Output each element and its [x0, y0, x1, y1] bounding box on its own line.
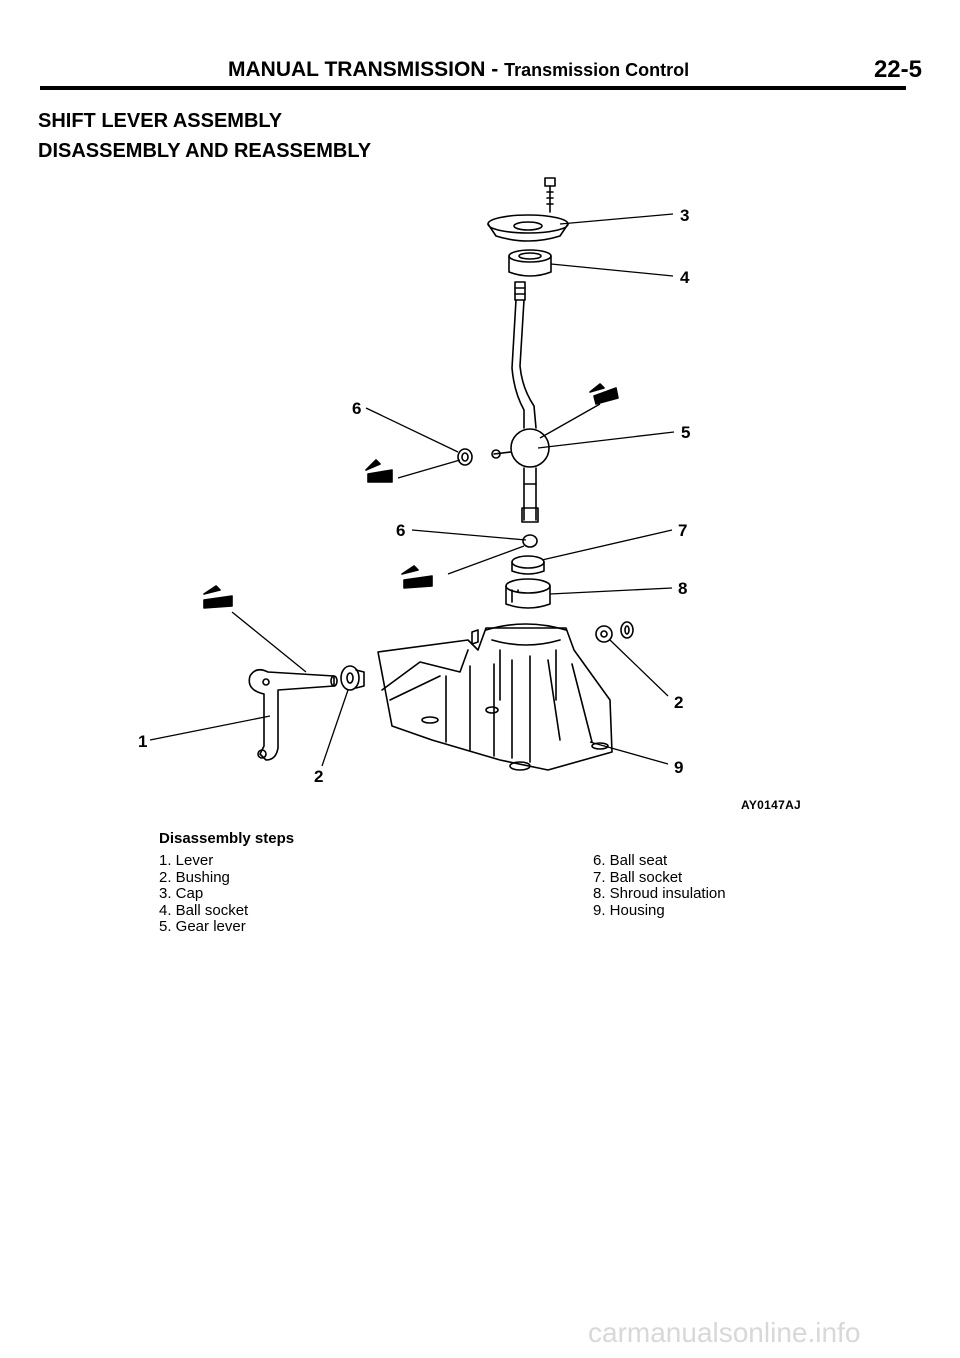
callout-2-left: 2: [314, 767, 323, 786]
shroud-insulation-part: [505, 578, 551, 609]
step-item: 3. Cap: [159, 885, 204, 902]
figure-code: AY0147AJ: [741, 798, 802, 812]
steps-list-left: 1. Lever 2. Bushing 3. Cap 4. Ball socke…: [159, 852, 249, 936]
callout-8: 8: [678, 579, 687, 598]
callout-1: 1: [138, 732, 147, 751]
step-item: 7. Ball socket: [593, 868, 683, 886]
steps-list-right: 6. Ball seat 7. Ball socket 8. Shroud in…: [593, 852, 726, 919]
lower-ball-socket-part: [511, 555, 545, 575]
upper-ball-socket-part: [508, 249, 552, 277]
callout-7: 7: [678, 521, 687, 540]
right-bushings: [595, 621, 634, 643]
lever-part: [248, 668, 338, 761]
step-item: 8. Shroud insulation: [593, 885, 726, 902]
callout-2-right: 2: [674, 693, 683, 712]
grease-symbols: [203, 383, 619, 609]
page-title-line-1: SHIFT LEVER ASSEMBLY: [38, 110, 283, 132]
leader-lines: [149, 213, 675, 767]
step-item: 1. Lever: [159, 852, 214, 869]
watermark: carmanualsonline.info: [588, 1317, 861, 1348]
callout-9: 9: [674, 758, 683, 777]
header-rule: [40, 86, 906, 90]
gear-lever-part: [491, 281, 550, 523]
callout-6-upper: 6: [352, 399, 361, 418]
exploded-view-diagram: 3 4 5 6 6 7 8 2 1 2 9: [138, 177, 690, 786]
section-title: MANUAL TRANSMISSION: [228, 58, 486, 81]
running-header: MANUAL TRANSMISSION - Transmission Contr…: [228, 58, 689, 82]
callout-6-lower: 6: [396, 521, 405, 540]
ball-seat-part: [457, 448, 473, 466]
top-bolt: [544, 177, 556, 213]
header-separator: -: [485, 58, 505, 81]
page-title-line-2: DISASSEMBLY AND REASSEMBLY: [38, 140, 372, 162]
callout-labels: 3 4 5 6 6 7 8 2 1 2 9: [138, 206, 690, 786]
page-number: 22-5: [873, 56, 922, 83]
subsection-title: Transmission Control: [504, 60, 690, 80]
callout-5: 5: [681, 423, 690, 442]
step-item: 9. Housing: [593, 901, 665, 919]
callout-3: 3: [680, 206, 689, 225]
cap-part: [487, 214, 569, 242]
lower-ball-seat-part: [522, 534, 538, 548]
left-bushing: [340, 665, 365, 691]
steps-heading: Disassembly steps: [159, 830, 295, 847]
callout-4: 4: [680, 268, 690, 287]
step-item: 5. Gear lever: [159, 918, 246, 935]
step-item: 4. Ball socket: [159, 901, 249, 919]
step-item: 2. Bushing: [159, 868, 230, 886]
step-item: 6. Ball seat: [593, 852, 668, 869]
housing-part: [377, 623, 613, 771]
